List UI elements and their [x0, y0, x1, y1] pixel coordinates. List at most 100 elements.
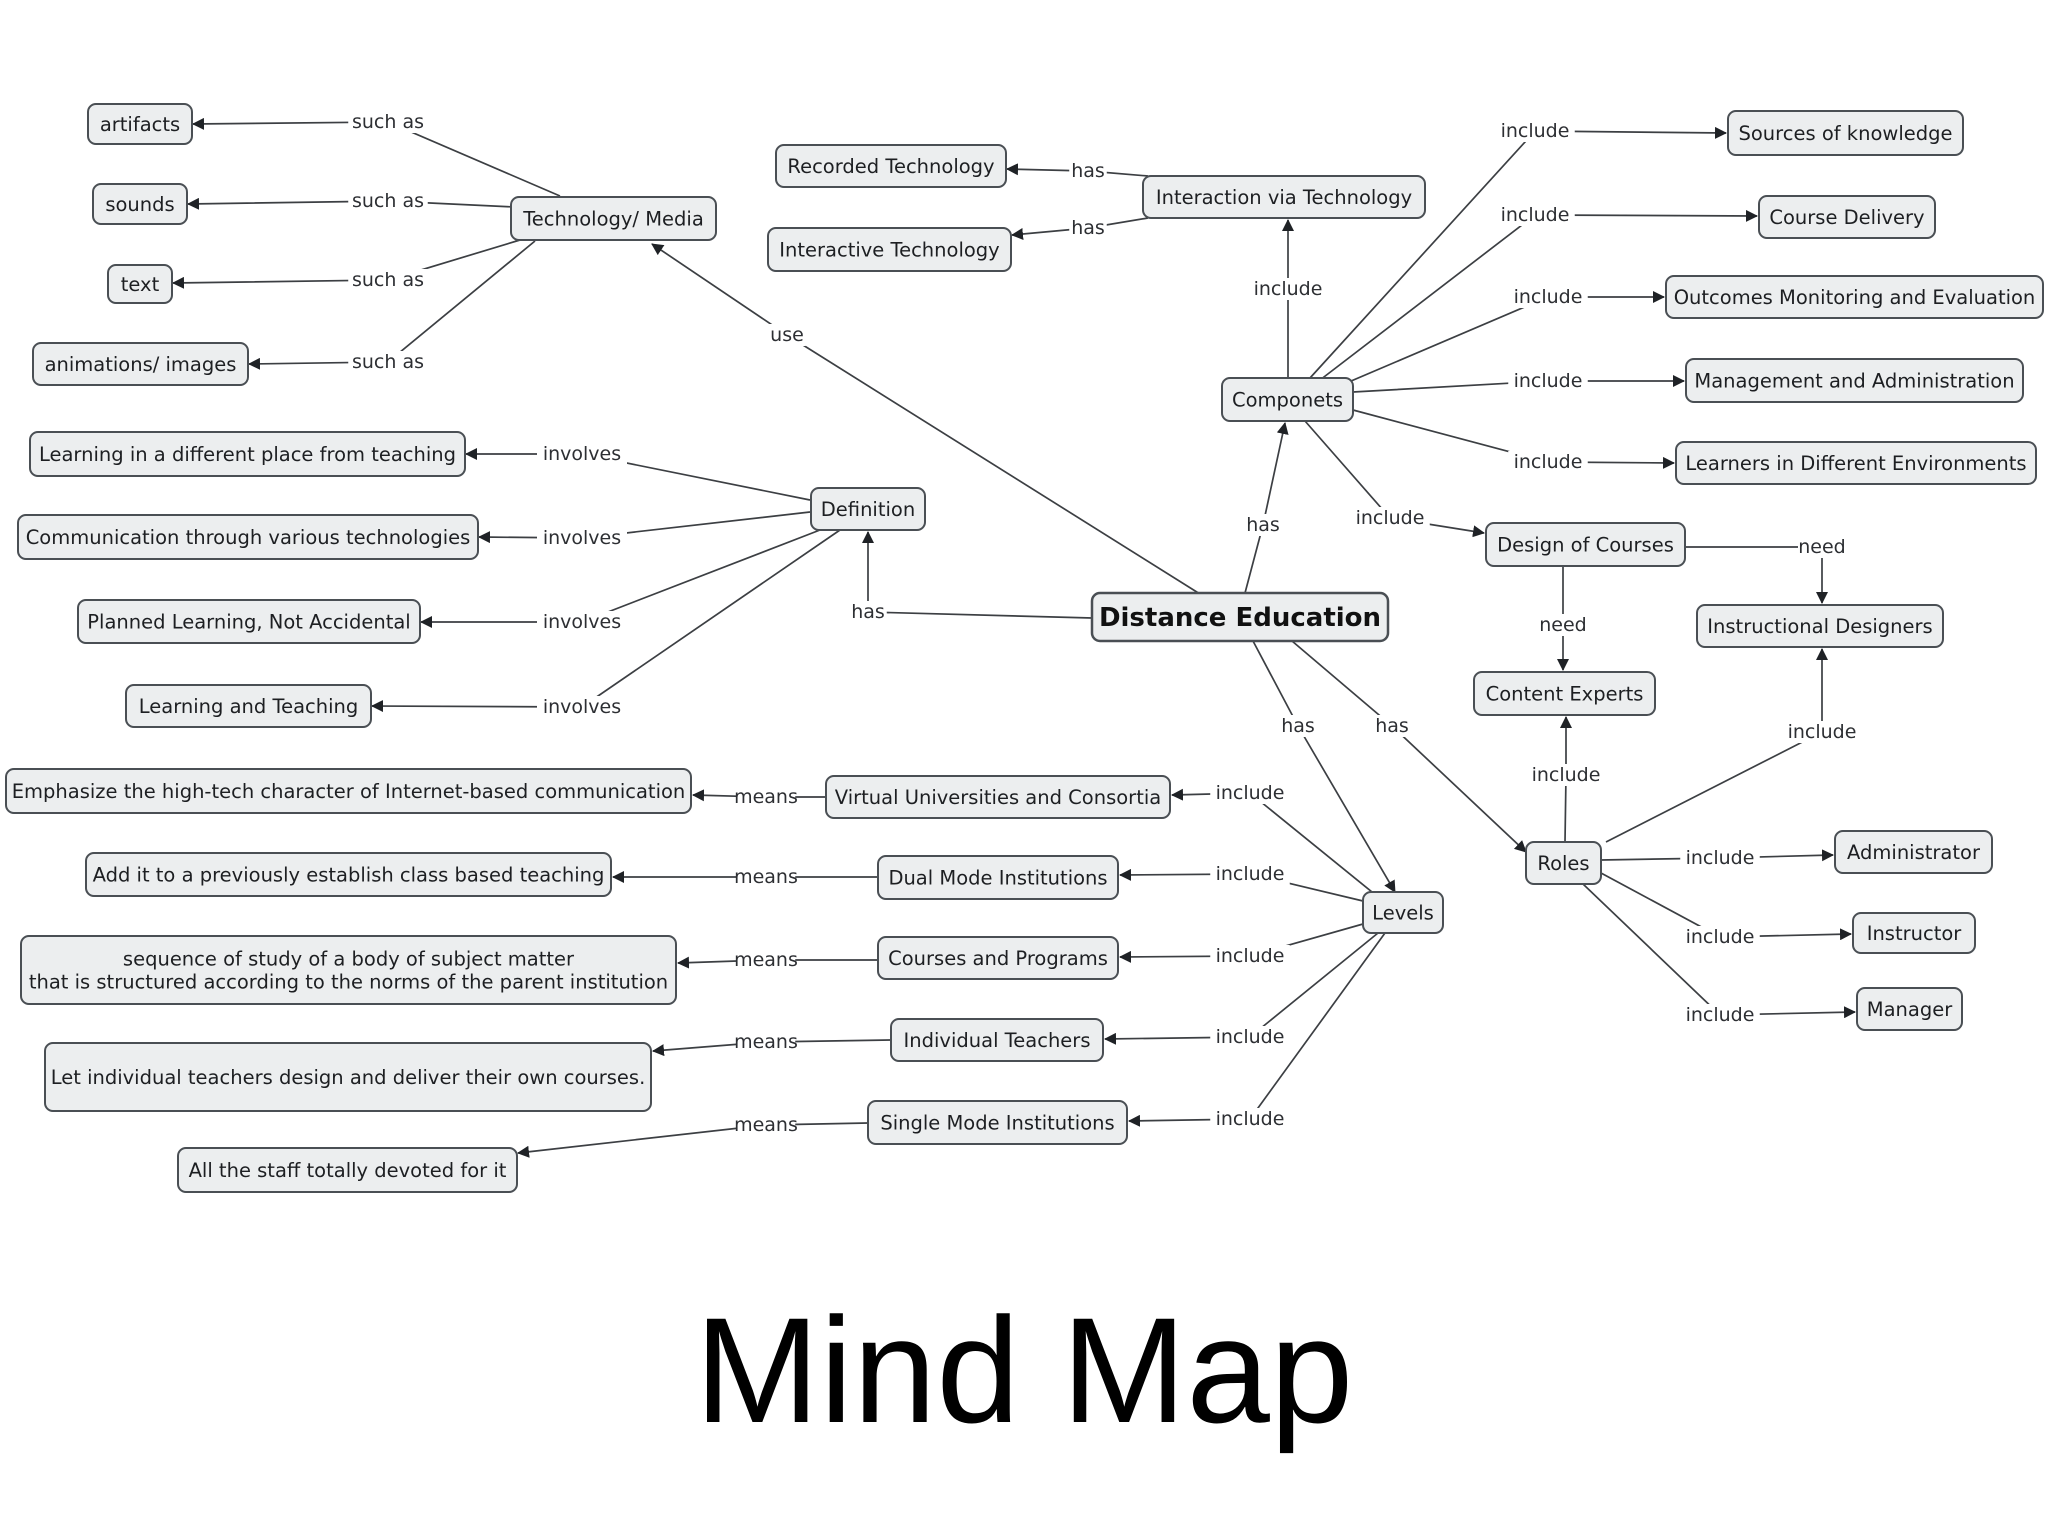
node-design-of-courses[interactable]: Design of Courses [1485, 522, 1686, 567]
connector-line [1244, 422, 1289, 594]
link-label-background [1508, 370, 1588, 392]
node-course-delivery[interactable]: Course Delivery [1758, 195, 1936, 239]
node-planned-learning[interactable]: Planned Learning, Not Accidental [77, 599, 421, 644]
link-label: involves [543, 527, 621, 549]
link-label-background [1508, 286, 1588, 308]
node-individual-teachers[interactable]: Individual Teachers [890, 1018, 1104, 1062]
node-levels[interactable]: Levels [1362, 891, 1444, 934]
node-label: animations/ images [45, 353, 237, 376]
node-sounds[interactable]: sounds [92, 183, 188, 225]
node-label: Content Experts [1486, 683, 1644, 706]
node-label: Definition [821, 498, 915, 521]
link-label: has [1071, 217, 1105, 239]
node-dual-mode[interactable]: Dual Mode Institutions [877, 855, 1119, 900]
node-box [92, 183, 188, 225]
link-root-to-definition: has [849, 531, 1093, 623]
link-componets-to-learners-environments: include [1352, 409, 1675, 473]
node-communication-technologies[interactable]: Communication through various technologi… [17, 514, 479, 560]
node-roles[interactable]: Roles [1525, 841, 1602, 885]
node-box [1485, 522, 1686, 567]
link-label-background [348, 190, 428, 212]
link-label-background [537, 611, 627, 633]
node-single-mode[interactable]: Single Mode Institutions [867, 1100, 1128, 1145]
link-levels-to-single-mode: include [1128, 932, 1386, 1130]
node-administrator[interactable]: Administrator [1834, 830, 1993, 874]
node-label: Virtual Universities and Consortia [835, 786, 1161, 809]
node-sources-of-knowledge[interactable]: Sources of knowledge [1727, 110, 1964, 156]
node-instructor[interactable]: Instructor [1852, 912, 1976, 954]
node-artifacts[interactable]: artifacts [87, 103, 193, 145]
node-learning-and-teaching[interactable]: Learning and Teaching [125, 684, 372, 728]
link-technology-media-to-artifacts: such as [192, 111, 561, 197]
link-label: include [1514, 370, 1583, 392]
link-label: include [1686, 926, 1755, 948]
node-let-individual-teachers[interactable]: Let individual teachers design and deliv… [44, 1042, 652, 1112]
node-definition[interactable]: Definition [810, 487, 926, 531]
node-label: sequence of study of a body of subject m… [123, 948, 575, 971]
link-label-background [1798, 536, 1846, 558]
link-label: such as [352, 269, 424, 291]
node-instructional-designers[interactable]: Instructional Designers [1696, 604, 1944, 648]
node-interaction-via-technology[interactable]: Interaction via Technology [1142, 175, 1426, 219]
link-label: involves [543, 443, 621, 465]
node-label: Add it to a previously establish class b… [93, 864, 605, 887]
link-label-background [1508, 451, 1588, 473]
node-label: Single Mode Institutions [880, 1112, 1114, 1135]
node-box [29, 431, 466, 477]
link-interaction-via-technology-to-interactive-technology: has [1011, 217, 1149, 240]
node-learning-different-place[interactable]: Learning in a different place from teach… [29, 431, 466, 477]
link-label-background [1350, 507, 1430, 529]
node-box [1665, 275, 2044, 319]
node-recorded-technology[interactable]: Recorded Technology [775, 144, 1007, 188]
node-content-experts[interactable]: Content Experts [1473, 671, 1656, 716]
link-label-background [1210, 1026, 1290, 1048]
node-box [775, 144, 1007, 188]
link-dual-mode-to-add-to-class: means [612, 866, 878, 888]
link-componets-to-design-of-courses: include [1304, 420, 1485, 538]
link-label: such as [352, 351, 424, 373]
node-componets[interactable]: Componets [1221, 377, 1354, 422]
link-label-background [1539, 614, 1587, 636]
node-interactive-technology[interactable]: Interactive Technology [767, 227, 1012, 272]
node-learners-environments[interactable]: Learners in Different Environments [1675, 441, 2037, 485]
node-emphasize-hightech[interactable]: Emphasize the high-tech character of Int… [5, 768, 692, 814]
link-label-background [736, 949, 796, 971]
node-label: Recorded Technology [787, 155, 994, 178]
connector-line [1329, 291, 1665, 391]
node-virtual-universities[interactable]: Virtual Universities and Consortia [825, 775, 1171, 819]
link-label: involves [543, 696, 621, 718]
node-all-staff[interactable]: All the staff totally devoted for it [177, 1147, 518, 1193]
node-box [1362, 891, 1444, 934]
node-courses-programs[interactable]: Courses and Programs [877, 936, 1119, 980]
node-box [20, 935, 677, 1005]
link-label: include [1788, 721, 1857, 743]
node-sequence-of-study[interactable]: sequence of study of a body of subject m… [20, 935, 677, 1005]
node-outcomes-monitoring[interactable]: Outcomes Monitoring and Evaluation [1665, 275, 2044, 319]
node-technology-media[interactable]: Technology/ Media [510, 196, 717, 241]
connector-line [1582, 883, 1856, 1019]
node-box [1675, 441, 2037, 485]
node-text[interactable]: text [107, 264, 173, 304]
node-box [1758, 195, 1936, 239]
node-manager[interactable]: Manager [1856, 987, 1963, 1031]
node-add-to-class[interactable]: Add it to a previously establish class b… [85, 852, 612, 897]
link-label: has [1071, 160, 1105, 182]
node-label: Learners in Different Environments [1685, 452, 2026, 475]
node-box [1473, 671, 1656, 716]
link-label: include [1356, 507, 1425, 529]
link-label-background [849, 601, 887, 623]
node-management-administration[interactable]: Management and Administration [1685, 358, 2024, 403]
connector-line [517, 1122, 869, 1158]
node-label: Distance Education [1099, 603, 1381, 633]
link-label: use [770, 324, 804, 346]
node-label: Management and Administration [1694, 370, 2014, 393]
node-animations[interactable]: animations/ images [32, 342, 249, 386]
node-label: Design of Courses [1497, 534, 1674, 557]
link-technology-media-to-animations: such as [248, 240, 536, 373]
link-label: include [1216, 945, 1285, 967]
link-roles-to-content-experts: include [1526, 716, 1606, 843]
link-label: has [1246, 514, 1280, 536]
node-box [85, 852, 612, 897]
node-root[interactable]: Distance Education [1090, 591, 1390, 643]
